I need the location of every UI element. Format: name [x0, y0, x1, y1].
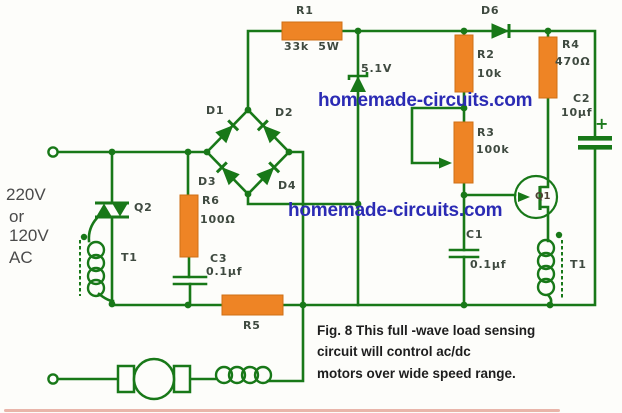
label-r2: R2 [477, 48, 495, 61]
label-c2-plus: + [595, 114, 609, 133]
label-d6: D6 [481, 4, 500, 17]
caption-line-3: motors over wide speed range. [317, 366, 516, 381]
capacitor-c2 [578, 136, 612, 150]
label-q2: Q2 [134, 201, 153, 214]
label-r6: R6 [202, 194, 220, 207]
label-r3-value: 100k [476, 143, 510, 156]
ac-terminal-top [47, 146, 59, 158]
label-zener-value: 5.1V [361, 62, 393, 75]
diode-d1 [215, 119, 240, 144]
phasing-dot-right [555, 231, 563, 239]
transformer-t1-primary-coil [86, 240, 106, 298]
label-c1: C1 [466, 228, 484, 241]
label-r4: R4 [562, 38, 580, 51]
source-voltage-ac: AC [9, 248, 33, 267]
transformer-t1-secondary-coil [536, 238, 556, 297]
motor-symbol [116, 357, 192, 401]
resistor-bodies [179, 21, 558, 316]
source-voltage-220v: 220V [6, 185, 46, 204]
label-d1: D1 [206, 104, 225, 117]
triac-q2-symbol [95, 201, 129, 219]
label-c2: C2 [573, 92, 591, 105]
phasing-dot-left [80, 233, 88, 241]
resistor-r3 [453, 121, 474, 184]
source-voltage-or: or [9, 207, 25, 226]
caption-line-1: Fig. 8 This full -wave load sensing [317, 323, 536, 338]
diode-d3 [215, 161, 240, 186]
watermark-top: homemade-circuits.com [318, 90, 533, 111]
label-r1: R1 [296, 4, 314, 17]
label-d4: D4 [278, 179, 297, 192]
scan-artifact-line [4, 409, 560, 412]
label-c1-value: 0.1μf [470, 258, 507, 271]
label-t1-right: T1 [570, 258, 587, 271]
label-r2-value: 10k [477, 67, 503, 80]
jfet-q1-symbol [513, 174, 559, 220]
resistor-r2 [454, 34, 474, 93]
label-r4-value: 470Ω [555, 55, 591, 68]
label-r3: R3 [477, 126, 495, 139]
junction-dots [80, 27, 563, 309]
caption-line-2: circuit will control ac/dc [317, 344, 471, 359]
resistor-r4 [538, 36, 558, 99]
label-c3: C3 [210, 252, 228, 265]
resistor-r1 [281, 21, 343, 41]
label-c2-value: 10μf [561, 106, 593, 119]
label-d2: D2 [275, 106, 294, 119]
transformer-core-lines [79, 240, 563, 298]
resistor-r6 [179, 194, 199, 258]
label-r6-value: 100Ω [200, 213, 236, 226]
label-r1-value: 33k 5W [284, 40, 340, 53]
resistor-r5 [221, 294, 284, 316]
pot-wiper-arrow [439, 157, 452, 169]
label-r5: R5 [243, 319, 261, 332]
series-inductor-coil [214, 365, 273, 385]
diode-d2 [256, 119, 281, 144]
label-d3: D3 [198, 175, 217, 188]
label-t1-left: T1 [121, 251, 138, 264]
diode-d4 [256, 161, 281, 186]
zener-diode [347, 72, 369, 92]
ac-terminal-bottom [47, 373, 59, 385]
diode-d6 [491, 23, 511, 39]
label-q1: Q1 [535, 191, 551, 202]
watermark-mid: homemade-circuits.com [288, 200, 503, 221]
source-voltage-120v: 120V [9, 226, 49, 245]
label-c3-value: 0.1μf [206, 265, 243, 278]
bridge-rectifier [215, 119, 281, 186]
